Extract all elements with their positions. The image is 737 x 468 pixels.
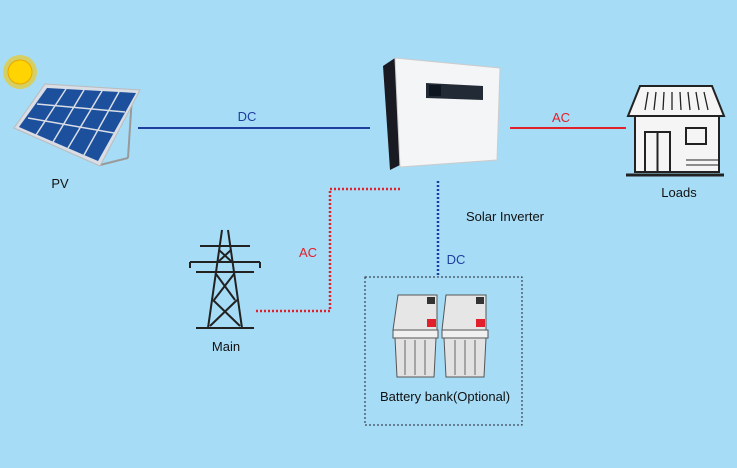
ac-loads-label: AC bbox=[552, 110, 570, 125]
battery-bank-label: Battery bank(Optional) bbox=[380, 389, 510, 404]
sun-icon bbox=[3, 55, 37, 89]
house-icon bbox=[626, 85, 726, 177]
battery-icon bbox=[441, 294, 489, 378]
inverter-icon bbox=[383, 57, 501, 170]
ac-main-label: AC bbox=[299, 245, 317, 260]
ac-line-main bbox=[255, 187, 400, 313]
battery-bank-box bbox=[364, 276, 523, 426]
loads-label: Loads bbox=[661, 185, 697, 200]
dc-battery-label: DC bbox=[447, 252, 466, 267]
dc-pv-label: DC bbox=[238, 109, 257, 124]
solar-inverter-label: Solar Inverter bbox=[466, 209, 545, 224]
power-tower-icon bbox=[189, 229, 261, 329]
solar-panel-icon bbox=[13, 83, 141, 167]
battery-icon bbox=[392, 294, 439, 378]
main-label: Main bbox=[212, 339, 240, 354]
pv-label: PV bbox=[51, 176, 69, 191]
